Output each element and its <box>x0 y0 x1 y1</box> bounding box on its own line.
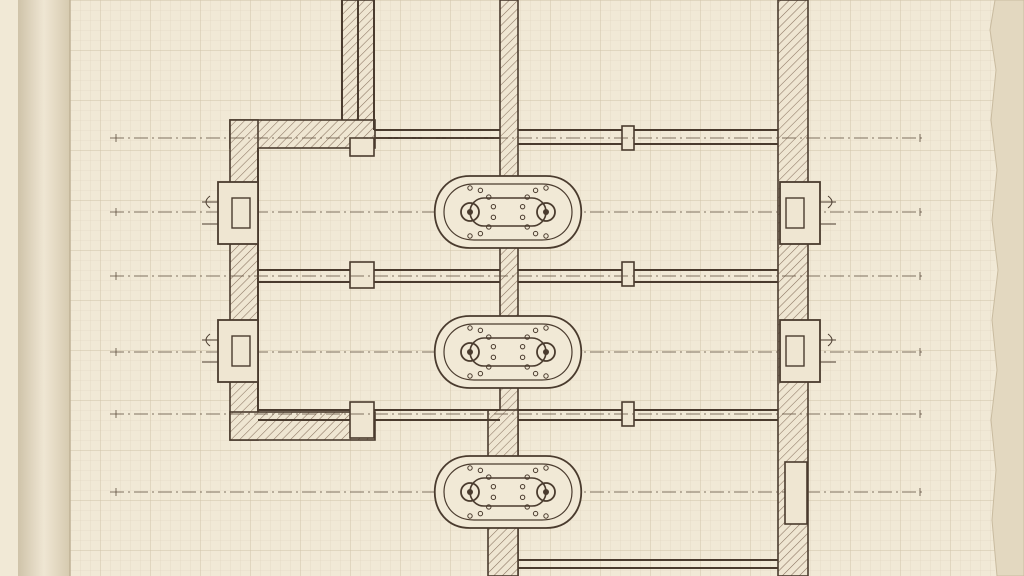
fixture-bolt <box>519 483 526 490</box>
fixture-inner <box>443 183 573 241</box>
door-frame <box>217 181 259 245</box>
fixture-dot <box>543 489 549 495</box>
door-opening-icon <box>779 319 836 383</box>
circular-fixture-icon <box>434 175 582 249</box>
fixture-bolt <box>477 327 484 334</box>
fixture-bolt <box>486 364 492 370</box>
door-swing <box>827 333 833 347</box>
fixture-bolt <box>490 203 497 210</box>
fixture-bolt <box>490 483 497 490</box>
fixture-bolt <box>486 474 492 480</box>
fixture-bolt <box>532 370 539 377</box>
fixture-bolt <box>543 513 549 519</box>
doors-layer <box>202 181 836 525</box>
fixture-bolt <box>524 194 530 200</box>
fixture-bolt <box>477 467 484 474</box>
fixture-bolt <box>486 194 492 200</box>
fixture-inner <box>443 323 573 381</box>
door-frame <box>779 319 821 383</box>
column-pier-icon <box>349 137 375 157</box>
fixture-dot <box>543 349 549 355</box>
fixture-bolt <box>519 354 526 361</box>
fixture-bolt <box>490 354 497 361</box>
fixture-hub <box>536 342 556 362</box>
door-swing <box>827 195 833 209</box>
fixture-bolt <box>467 513 473 519</box>
fixture-dot <box>467 489 473 495</box>
fixture-bolt <box>524 334 530 340</box>
fixture-bolt <box>490 343 497 350</box>
fixture-bolt <box>532 230 539 237</box>
door-frame <box>217 319 259 383</box>
fixture-bolt <box>467 325 473 331</box>
fixture-bolt <box>543 325 549 331</box>
door-swing <box>205 195 211 209</box>
room-outlines <box>257 0 778 569</box>
fixture-dot <box>467 209 473 215</box>
paper-roll-left <box>18 0 70 576</box>
fixture-bolt <box>524 474 530 480</box>
fixture-bolt <box>519 494 526 501</box>
fixture-bolt <box>490 494 497 501</box>
fixture-bolt <box>532 467 539 474</box>
fixture-bolt <box>519 214 526 221</box>
fixture-bolt <box>524 364 530 370</box>
fixture-bolt <box>467 465 473 471</box>
door-leaf <box>785 335 805 367</box>
fixture-inner <box>443 463 573 521</box>
fixture-bolt <box>532 510 539 517</box>
fixture-bolt <box>477 187 484 194</box>
wall-segment <box>229 119 259 441</box>
fixture-bolt <box>519 203 526 210</box>
door-leaf <box>231 335 251 367</box>
fixture-bolt <box>543 233 549 239</box>
fixture-bolt <box>477 370 484 377</box>
fixture-bolt <box>486 504 492 510</box>
fixture-dot <box>467 349 473 355</box>
fixture-hub <box>536 202 556 222</box>
fixture-hub <box>460 202 480 222</box>
fixture-bolt <box>486 334 492 340</box>
door-opening-icon <box>779 181 836 245</box>
door-swing <box>205 333 211 347</box>
fixture-bolt <box>532 327 539 334</box>
fixture-bolt <box>467 185 473 191</box>
door-opening-icon <box>784 461 808 525</box>
circular-fixture-icon <box>434 315 582 389</box>
fixture-bolt <box>524 504 530 510</box>
circular-fixture-icon <box>434 455 582 529</box>
column-pier-icon <box>349 261 375 289</box>
fixture-bolt <box>486 224 492 230</box>
fixture-bolt <box>524 224 530 230</box>
fixture-bolt <box>543 373 549 379</box>
door-opening-icon <box>202 319 259 383</box>
fixture-bolt <box>467 233 473 239</box>
door-leaf <box>785 197 805 229</box>
fixture-bolt <box>490 214 497 221</box>
fixture-dot <box>543 209 549 215</box>
fixture-bolt <box>467 373 473 379</box>
fixture-hub <box>460 342 480 362</box>
fixture-bolt <box>519 343 526 350</box>
fixture-hub <box>536 482 556 502</box>
fixture-outline <box>434 315 582 389</box>
door-leaf <box>231 197 251 229</box>
fixture-bolt <box>543 185 549 191</box>
door-opening-icon <box>202 181 259 245</box>
fixture-outline <box>434 175 582 249</box>
fixtures-layer <box>434 175 582 529</box>
column-pier-icon <box>621 261 635 287</box>
paper-torn-edge <box>989 0 1024 576</box>
fixture-bolt <box>477 230 484 237</box>
fixture-bolt <box>532 187 539 194</box>
fixture-bolt <box>477 510 484 517</box>
fixture-outline <box>434 455 582 529</box>
fixture-bolt <box>543 465 549 471</box>
fixture-hub <box>460 482 480 502</box>
column-pier-icon <box>349 401 375 439</box>
